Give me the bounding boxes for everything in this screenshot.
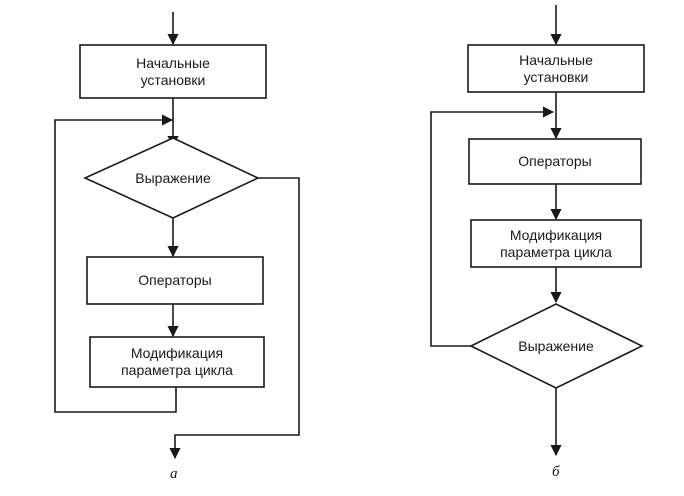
a-operators-box [86, 256, 264, 305]
a-exit-line [169, 177, 300, 460]
a-modification-box [89, 336, 265, 388]
a-init-label: Начальные установки [136, 54, 210, 88]
b-operators-box [468, 138, 642, 185]
b-condition-label: Выражение [518, 337, 594, 354]
b-operators-label: Операторы [518, 153, 592, 169]
a-condition-label: Выражение [135, 169, 211, 186]
b-modification-label: Модификация параметра цикла [500, 226, 612, 260]
a-modification-label: Модификация параметра цикла [121, 345, 233, 378]
a-caption: а [170, 466, 178, 482]
b-caption: б [552, 464, 560, 480]
a-loop-back-line [54, 114, 177, 413]
b-modification-box [470, 219, 642, 268]
a-operators-label: Операторы [138, 272, 212, 288]
b-init-label: Начальные установки [519, 51, 593, 85]
b-loop-back-line [430, 106, 555, 347]
